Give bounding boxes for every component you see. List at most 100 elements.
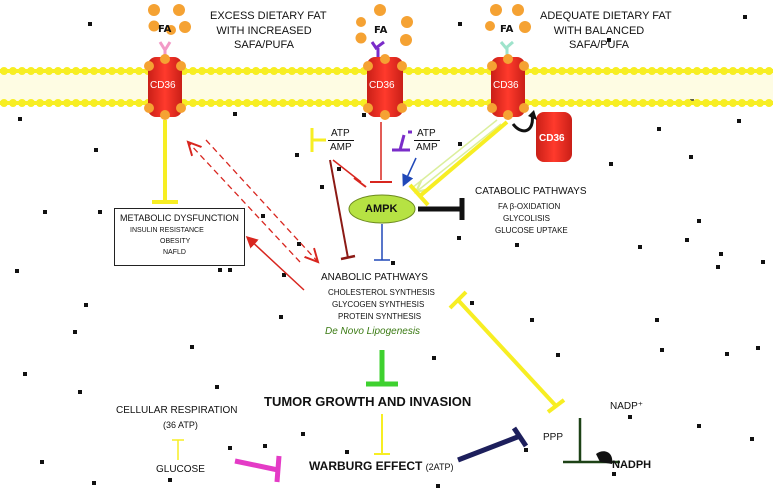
anabolic-title: ANABOLIC PATHWAYS xyxy=(321,272,428,283)
membrane-bead xyxy=(9,67,17,75)
membrane-bead xyxy=(684,67,692,75)
membrane-bead xyxy=(558,67,566,75)
catabolic-item-2: GLYCOLISIS xyxy=(503,214,550,223)
membrane-bead xyxy=(306,67,314,75)
membrane-bead xyxy=(612,67,620,75)
cd36-receptor-middle xyxy=(363,54,407,120)
membrane-bead xyxy=(738,99,746,107)
nadp-plus-label: NADP⁺ xyxy=(610,401,644,412)
membrane-bead xyxy=(18,67,26,75)
membrane-bead xyxy=(117,99,125,107)
membrane-bead xyxy=(81,99,89,107)
membrane-bead xyxy=(99,67,107,75)
warburg-atp-text: (2ATP) xyxy=(425,462,454,472)
atp-amp-right-divider xyxy=(414,140,440,141)
cd36-receptor-right xyxy=(487,54,529,120)
membrane-bead xyxy=(0,99,8,107)
membrane-bead xyxy=(279,99,287,107)
membrane-bead xyxy=(45,99,53,107)
membrane-bead xyxy=(135,67,143,75)
membrane-bead xyxy=(189,67,197,75)
membrane-bead xyxy=(585,67,593,75)
membrane-bead xyxy=(639,99,647,107)
membrane-bead xyxy=(693,67,701,75)
membrane-bead xyxy=(63,99,71,107)
membrane-bead xyxy=(765,99,773,107)
glucose-label: GLUCOSE xyxy=(156,464,205,475)
membrane-bead xyxy=(441,99,449,107)
membrane-bead xyxy=(558,99,566,107)
catabolic-item-3: GLUCOSE UPTAKE xyxy=(495,226,568,235)
membrane-bead xyxy=(225,67,233,75)
membrane-bead xyxy=(243,99,251,107)
membrane-bead xyxy=(63,67,71,75)
ampk-label: AMPK xyxy=(365,203,398,215)
excess-fat-line-1: EXCESS DIETARY FAT xyxy=(210,10,327,22)
membrane-bead xyxy=(459,99,467,107)
membrane-bead xyxy=(36,99,44,107)
membrane-bead xyxy=(108,67,116,75)
membrane-bead xyxy=(720,67,728,75)
cd36-receptor-left xyxy=(144,54,186,120)
membrane-bead xyxy=(549,67,557,75)
metabolic-dysfunction-box: METABOLIC DYSFUNCTION INSULIN RESISTANCE… xyxy=(114,208,245,266)
amp-left: AMP xyxy=(330,142,352,153)
membrane-bead xyxy=(315,67,323,75)
membrane-bead xyxy=(108,99,116,107)
membrane-bead xyxy=(414,67,422,75)
internalization-curve-arrow xyxy=(511,113,534,133)
membrane-bead xyxy=(297,99,305,107)
membrane-bead xyxy=(450,67,458,75)
membrane-bead xyxy=(198,67,206,75)
membrane-bead xyxy=(711,99,719,107)
catabolic-title: CATABOLIC PATHWAYS xyxy=(475,186,587,197)
cellular-respiration-label: CELLULAR RESPIRATION xyxy=(116,405,238,416)
membrane-bead xyxy=(729,67,737,75)
membrane-bead xyxy=(477,99,485,107)
membrane-bead xyxy=(324,99,332,107)
ppp-label: PPP xyxy=(543,432,564,443)
membrane-bead xyxy=(675,99,683,107)
membrane-bead xyxy=(468,99,476,107)
membrane-bead xyxy=(540,67,548,75)
warburg-effect-label: WARBURG EFFECT (2ATP) xyxy=(309,459,454,474)
membrane-bead xyxy=(711,67,719,75)
membrane-bead xyxy=(270,99,278,107)
membrane-bead xyxy=(333,99,341,107)
membrane-bead xyxy=(666,67,674,75)
membrane-bead xyxy=(702,67,710,75)
membrane-bead xyxy=(252,67,260,75)
membrane-bead xyxy=(90,67,98,75)
adequate-fat-line-3: SAFA/PUFA xyxy=(569,39,629,52)
membrane-bead xyxy=(414,99,422,107)
warburg-text: WARBURG EFFECT xyxy=(309,459,423,473)
membrane-bead xyxy=(594,99,602,107)
membrane-bead xyxy=(576,99,584,107)
membrane-bead xyxy=(738,67,746,75)
membrane-bead xyxy=(702,99,710,107)
membrane-bead xyxy=(477,67,485,75)
membrane-bead xyxy=(216,67,224,75)
membrane-bead xyxy=(126,99,134,107)
catabolic-item-1: FA β-OXIDATION xyxy=(498,202,561,211)
membrane-bead xyxy=(630,99,638,107)
cd36-label-right: CD36 xyxy=(493,80,519,91)
membrane-bead xyxy=(351,67,359,75)
membrane-bead xyxy=(270,67,278,75)
membrane-bead xyxy=(468,67,476,75)
excess-fat-label: EXCESS DIETARY FAT WITH INCREASED SAFA/P… xyxy=(210,10,327,52)
de-novo-lipogenesis-label: De Novo Lipogenesis xyxy=(325,326,421,337)
membrane-bead xyxy=(405,67,413,75)
atp-right: ATP xyxy=(417,128,436,139)
membrane-bead xyxy=(198,99,206,107)
cd36-label-internal: CD36 xyxy=(539,133,565,144)
membrane-bead xyxy=(333,67,341,75)
membrane-bead xyxy=(567,67,575,75)
metabolic-item-2: OBESITY xyxy=(160,238,191,245)
membrane-bead xyxy=(612,99,620,107)
fa-label-middle: FA xyxy=(374,25,388,36)
membrane-bead xyxy=(261,99,269,107)
metabolic-title: METABOLIC DYSFUNCTION xyxy=(120,213,239,223)
membrane-bead xyxy=(729,99,737,107)
